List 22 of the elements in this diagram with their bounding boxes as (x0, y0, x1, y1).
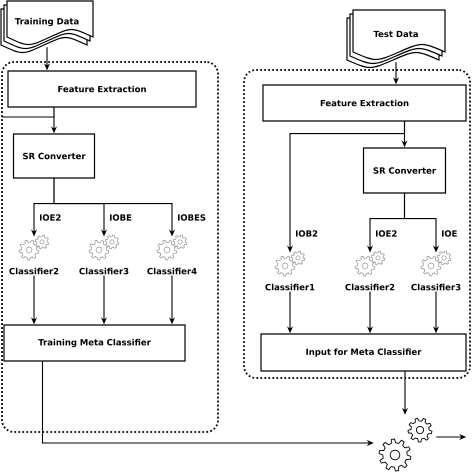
edge-label: IOBES (176, 213, 207, 222)
edge-label: IOE (440, 229, 458, 238)
process-box: SR Converter (12, 133, 96, 179)
dotted-group-frame (243, 69, 471, 379)
connector-line (2, 108, 55, 118)
classifier-label: Classifier3 (411, 284, 460, 290)
edge-label: IOE2 (38, 213, 62, 222)
process-box: Feature Extraction (7, 70, 197, 108)
edge-label: IOB2 (294, 229, 319, 238)
classifier-label: Classifier4 (147, 268, 197, 274)
classifier-label: Classifier3 (79, 268, 128, 274)
process-box: Training Meta Classifier (3, 324, 186, 362)
process-box: Input for Meta Classifier (260, 333, 467, 372)
classifier-label: Classifier1 (265, 284, 314, 290)
gears-drawing (378, 418, 432, 472)
edge-label: IOBE (108, 213, 133, 222)
process-box: Feature Extraction (262, 84, 467, 122)
dotted-group-frame (1, 61, 219, 433)
edge-label: IOE2 (374, 229, 398, 238)
process-box: SR Converter (362, 147, 446, 194)
classifier-label: Classifier2 (9, 268, 58, 274)
classifier-label: Classifier2 (345, 284, 394, 290)
